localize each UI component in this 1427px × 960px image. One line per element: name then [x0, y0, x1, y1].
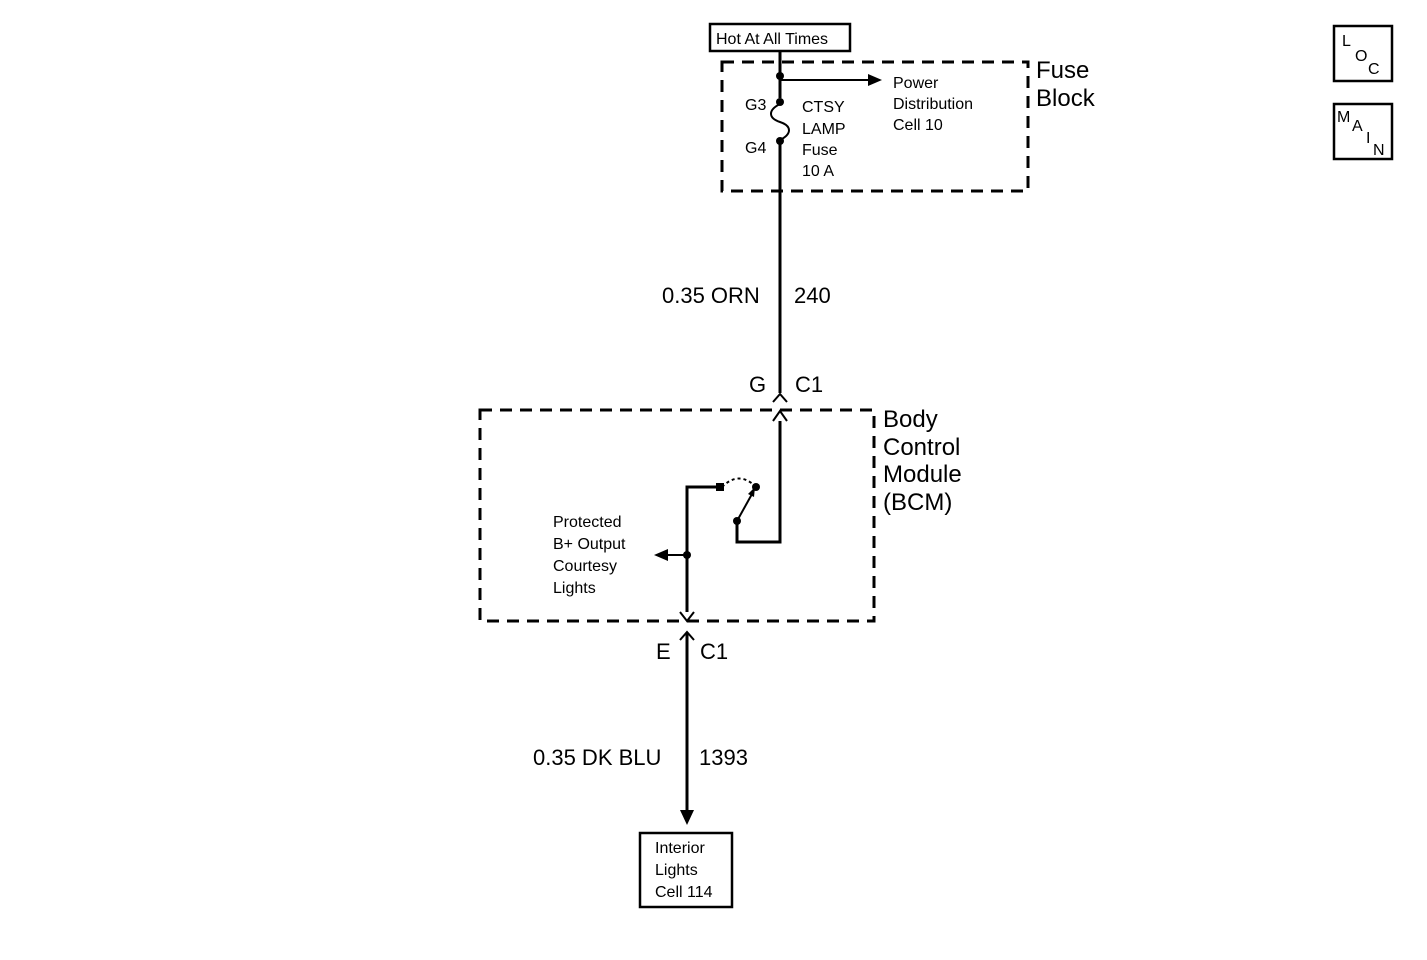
bcm-output-line4: Lights	[553, 580, 596, 597]
bcm-title-line2: Control	[883, 434, 960, 461]
power-distribution-ref-line1[interactable]: Power	[893, 75, 939, 92]
source-box: Hot At All Times	[708, 22, 852, 53]
fuse-block-title-line1: Fuse	[1036, 57, 1089, 84]
wire-1393: 0.35 DK BLU 1393	[533, 633, 748, 825]
bcm-output-line2: B+ Output	[553, 536, 626, 553]
bcm-title-line3: Module	[883, 461, 962, 488]
wire-top-gauge-color: 0.35 ORN	[662, 283, 760, 308]
main-letter-1: M	[1337, 109, 1350, 126]
wire-bottom-gauge-color: 0.35 DK BLU	[533, 745, 661, 770]
connector-chevron-icon	[679, 630, 695, 641]
destination-line1: Interior	[655, 840, 705, 857]
loc-letter-2: O	[1355, 48, 1367, 65]
main-button[interactable]: M A I N	[1332, 102, 1394, 161]
fuse-symbol	[770, 103, 790, 141]
connector-bottom-pin: E	[656, 639, 671, 664]
bcm-input-path	[735, 421, 782, 544]
fuse-label-line2: LAMP	[802, 121, 846, 138]
loc-letter-3: C	[1368, 61, 1380, 78]
fuse-label-line1: CTSY	[802, 99, 845, 116]
wire-top-circuit: 240	[794, 283, 831, 308]
bcm-title-line1: Body	[883, 406, 938, 433]
bcm-outline	[478, 408, 876, 623]
destination-line2: Lights	[655, 862, 698, 879]
connector-bottom-name: C1	[700, 639, 728, 664]
wire-bottom-circuit: 1393	[699, 745, 748, 770]
fuse-block-outline	[720, 60, 1030, 193]
source-label: Hot At All Times	[716, 31, 828, 48]
wire-240: 0.35 ORN 240	[662, 141, 831, 393]
arrow-right-icon	[868, 74, 882, 86]
arrow-down-icon	[680, 810, 694, 825]
connector-c1-top: G C1	[749, 372, 823, 403]
connector-c1-bottom: E C1	[656, 630, 728, 664]
connector-top-name: C1	[795, 372, 823, 397]
fuse-label-line4: 10 A	[802, 163, 834, 180]
destination-line3: Cell 114	[655, 884, 713, 901]
fuse-pin-in: G3	[745, 97, 766, 114]
bcm-output-line1: Protected	[553, 514, 621, 531]
interior-lights-ref[interactable]: Interior Lights Cell 114	[638, 831, 734, 909]
switch-dashed-link	[721, 477, 757, 488]
main-letter-4: N	[1373, 142, 1385, 159]
bcm-title-line4: (BCM)	[883, 489, 952, 516]
fuse-pin-out: G4	[745, 140, 766, 157]
loc-button[interactable]: L O C	[1332, 24, 1394, 83]
bcm-output-line3: Courtesy	[553, 558, 617, 575]
connector-top-pin: G	[749, 372, 766, 397]
main-letter-3: I	[1366, 130, 1370, 147]
fuse-block: Fuse Block G3 G4 CTSY LAMP Fuse 10 A Pow…	[720, 51, 1096, 193]
fuse-label-line3: Fuse	[802, 142, 838, 159]
power-distribution-ref-line3[interactable]: Cell 10	[893, 117, 943, 134]
fuse-block-title-line2: Block	[1036, 85, 1096, 112]
power-distribution-ref-line2[interactable]: Distribution	[893, 96, 973, 113]
arrow-left-icon	[654, 549, 668, 561]
connector-chevron-icon	[772, 392, 788, 403]
body-control-module: Body Control Module (BCM) Protected B+ O…	[478, 406, 962, 623]
splice-dot	[776, 72, 784, 80]
main-letter-2: A	[1352, 118, 1363, 135]
arrow-down-icon	[679, 611, 695, 623]
switch-blade	[736, 493, 753, 522]
bcm-output-path	[685, 485, 720, 612]
loc-letter-1: L	[1342, 33, 1351, 50]
arrow-up-icon	[772, 409, 788, 422]
